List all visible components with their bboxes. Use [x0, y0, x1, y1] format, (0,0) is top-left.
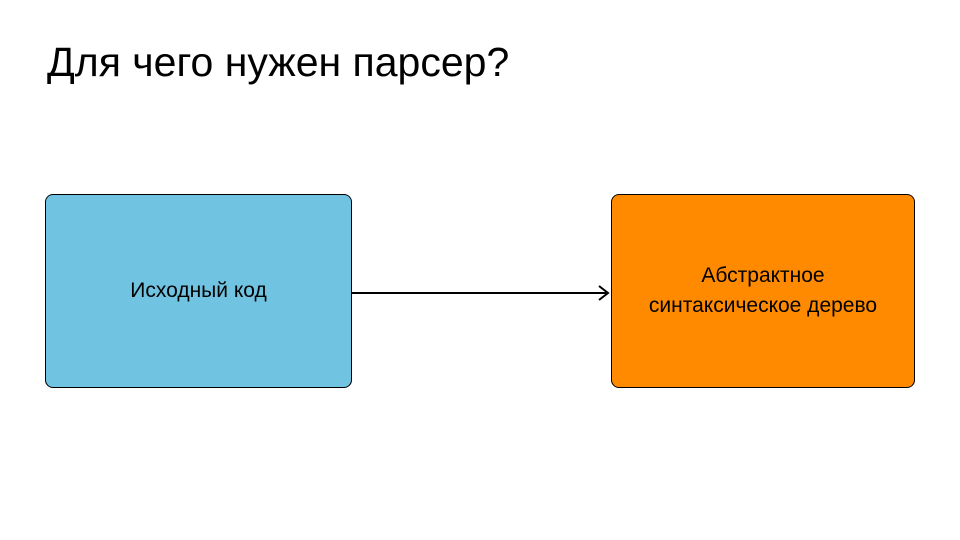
ast-node: Абстрактное синтаксическое дерево	[611, 194, 915, 388]
ast-label-line2: синтаксическое дерево	[648, 294, 878, 317]
source-code-node: Исходный код	[45, 194, 352, 388]
ast-label: Абстрактное синтаксическое дерево	[649, 261, 877, 321]
flow-arrow-head	[598, 285, 610, 301]
slide-title: Для чего нужен парсер?	[47, 39, 510, 85]
ast-label-line1: Абстрактное	[701, 264, 825, 287]
source-code-label: Исходный код	[130, 279, 267, 302]
